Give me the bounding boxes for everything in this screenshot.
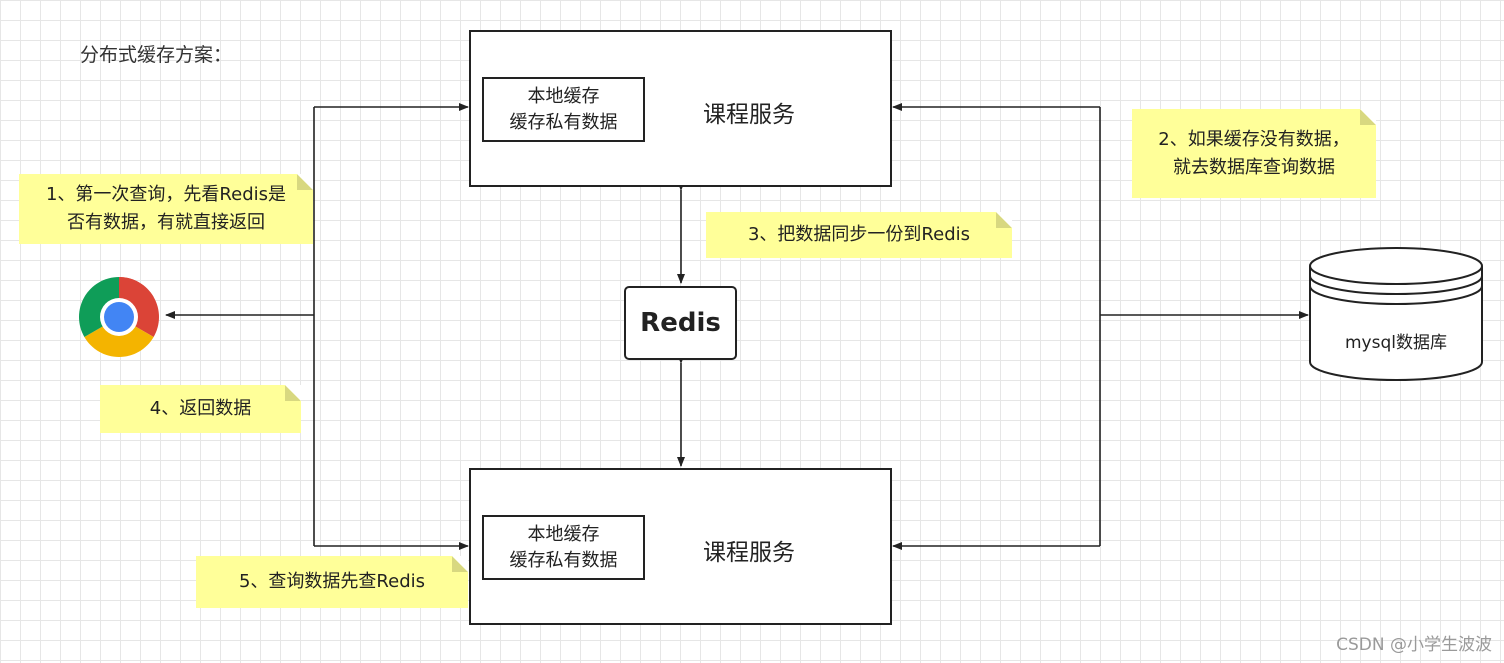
note-4-line1: 4、返回数据 [149,398,252,419]
service-label-top: 课程服务 [703,102,795,128]
note-1: 1、第一次查询，先看Redis是 否有数据，有就直接返回 [19,174,313,244]
local-cache-box-top: 本地缓存 缓存私有数据 [482,77,645,142]
service-label-bottom: 课程服务 [703,540,795,566]
note-1-line2: 否有数据，有就直接返回 [67,212,265,233]
database-label: mysql数据库 [1345,333,1447,353]
local-cache-box-bottom: 本地缓存 缓存私有数据 [482,515,645,580]
local-cache-desc: 缓存私有数据 [509,111,618,133]
note-2-line2: 就去数据库查询数据 [1173,156,1335,178]
note-1-line1: 1、第一次查询，先看Redis是 [45,184,287,205]
diagram-title: 分布式缓存方案： [80,44,233,66]
watermark: CSDN @小学生波波 [1336,635,1492,655]
local-cache-desc: 缓存私有数据 [509,549,618,571]
note-4: 4、返回数据 [100,385,301,433]
redis-box: Redis [624,286,737,360]
note-3-line1: 3、把数据同步一份到Redis [747,224,971,245]
local-cache-label: 本地缓存 [527,523,600,545]
note-5: 5、查询数据先查Redis [196,556,468,608]
note-2-line1: 2、如果缓存没有数据， [1158,128,1350,150]
note-3: 3、把数据同步一份到Redis [706,212,1012,258]
chrome-icon[interactable] [78,276,160,358]
note-2: 2、如果缓存没有数据， 就去数据库查询数据 [1132,109,1376,198]
redis-label: Redis [640,308,721,338]
database-icon [1309,247,1483,381]
note-5-line1: 5、查询数据先查Redis [238,571,426,592]
local-cache-label: 本地缓存 [527,85,600,107]
service-box-top: 本地缓存 缓存私有数据 课程服务 [469,30,892,187]
service-box-bottom: 本地缓存 缓存私有数据 课程服务 [469,468,892,625]
